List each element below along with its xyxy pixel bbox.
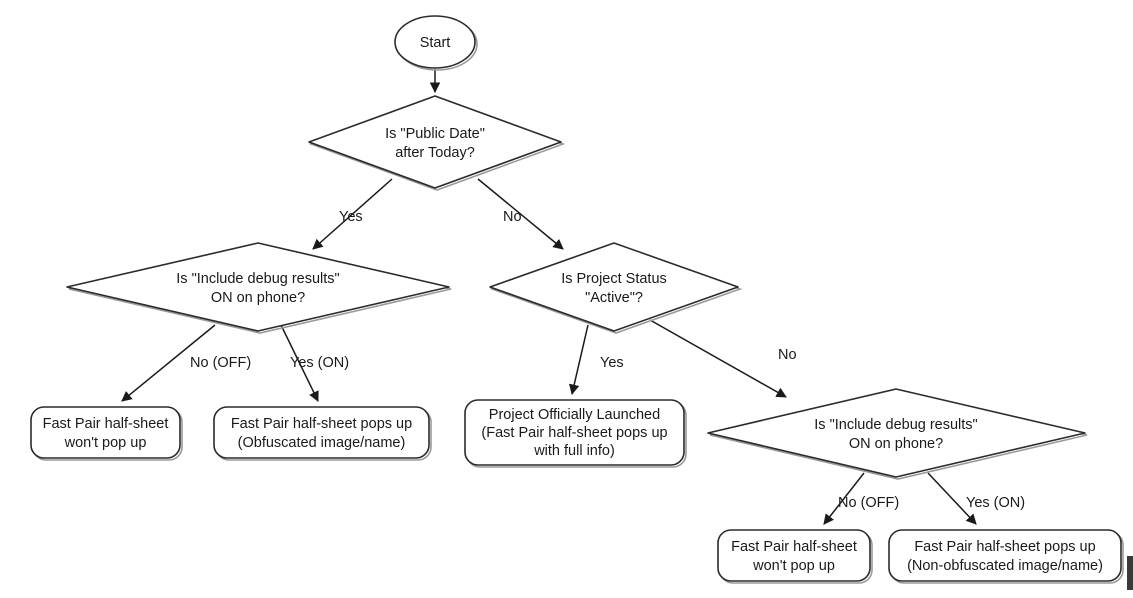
- edge-label-public-date-yes: Yes: [339, 209, 363, 225]
- edges-layer: Yes No No (OFF) Yes (ON) Yes No No (OFF)…: [121, 69, 1025, 525]
- edge-label-debug-right-on: Yes (ON): [966, 495, 1025, 511]
- edge-label-project-status-no: No: [778, 347, 797, 363]
- edge-project-status-yes: [569, 324, 589, 396]
- right-on-line-2: (Non-obfuscated image/name): [907, 558, 1103, 574]
- debug-right-diamond: [707, 388, 1086, 478]
- public-date-line-1: Is "Public Date": [385, 126, 485, 142]
- project-status-diamond: [489, 242, 739, 332]
- node-terminal-left-on[interactable]: Fast Pair half-sheet pops up (Obfuscated…: [213, 406, 432, 461]
- right-off-box: [717, 529, 871, 582]
- node-decision-public-date[interactable]: Is "Public Date" after Today?: [308, 95, 566, 191]
- node-terminal-left-off[interactable]: Fast Pair half-sheet won't pop up: [30, 406, 183, 461]
- start-ellipse: [394, 15, 476, 69]
- edge-project-status-no: [649, 319, 787, 398]
- public-date-diamond: [308, 95, 562, 189]
- left-off-box: [30, 406, 181, 459]
- right-on-line-1: Fast Pair half-sheet pops up: [914, 539, 1095, 555]
- left-off-line-1: Fast Pair half-sheet: [43, 416, 169, 432]
- left-off-line-2: won't pop up: [64, 435, 147, 451]
- edge-debug-right-off: [823, 472, 865, 525]
- left-on-line-1: Fast Pair half-sheet pops up: [231, 416, 412, 432]
- left-on-box: [213, 406, 430, 459]
- edge-debug-left-on: [280, 324, 319, 402]
- edge-debug-left-off: [121, 324, 216, 402]
- debug-right-line-2: ON on phone?: [849, 436, 943, 452]
- debug-left-line-1: Is "Include debug results": [176, 271, 339, 287]
- debug-left-diamond: [66, 242, 450, 332]
- launched-line-3: with full info): [533, 443, 615, 459]
- node-terminal-right-on[interactable]: Fast Pair half-sheet pops up (Non-obfusc…: [888, 529, 1124, 584]
- edge-public-date-yes: [312, 178, 393, 250]
- launched-line-1: Project Officially Launched: [489, 407, 660, 423]
- launched-line-2: (Fast Pair half-sheet pops up: [481, 425, 667, 441]
- project-status-line-2: "Active"?: [585, 290, 643, 306]
- node-start[interactable]: Start: [394, 15, 478, 71]
- left-on-line-2: (Obfuscated image/name): [238, 435, 406, 451]
- debug-left-line-2: ON on phone?: [211, 290, 305, 306]
- edge-label-public-date-no: No: [503, 209, 522, 225]
- right-off-line-2: won't pop up: [752, 558, 835, 574]
- edge-label-project-status-yes: Yes: [600, 355, 624, 371]
- debug-right-line-1: Is "Include debug results": [814, 417, 977, 433]
- edge-label-debug-left-on: Yes (ON): [290, 355, 349, 371]
- edge-label-debug-right-off: No (OFF): [838, 495, 899, 511]
- edge-label-debug-left-off: No (OFF): [190, 355, 251, 371]
- right-off-line-1: Fast Pair half-sheet: [731, 539, 857, 555]
- edge-public-date-no: [477, 178, 564, 250]
- node-decision-debug-left[interactable]: Is "Include debug results" ON on phone?: [66, 242, 452, 334]
- start-label: Start: [420, 35, 451, 51]
- node-decision-debug-right[interactable]: Is "Include debug results" ON on phone?: [707, 388, 1088, 480]
- project-status-line-1: Is Project Status: [561, 271, 667, 287]
- page-edge-artifact: [1127, 556, 1133, 590]
- node-terminal-right-off[interactable]: Fast Pair half-sheet won't pop up: [717, 529, 873, 584]
- node-decision-project-status[interactable]: Is Project Status "Active"?: [489, 242, 743, 334]
- public-date-line-2: after Today?: [395, 145, 475, 161]
- right-on-box: [888, 529, 1122, 582]
- launched-box: [464, 399, 685, 466]
- edge-debug-right-on: [927, 472, 977, 525]
- node-terminal-launched[interactable]: Project Officially Launched (Fast Pair h…: [464, 399, 687, 468]
